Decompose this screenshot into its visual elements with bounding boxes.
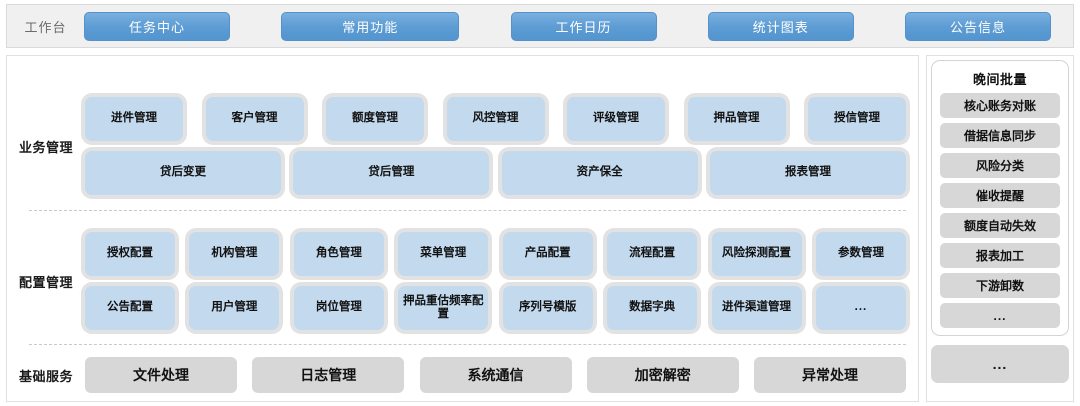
service-encryption-decryption[interactable]: 加密解密 [586, 357, 739, 393]
module-post-loan-change[interactable]: 贷后变更 [85, 151, 281, 195]
module-incoming-management[interactable]: 进件管理 [85, 97, 183, 141]
module-organization-management[interactable]: 机构管理 [189, 232, 280, 276]
module-role-management[interactable]: 角色管理 [293, 232, 384, 276]
section-label-configuration: 配置管理 [18, 274, 73, 290]
module-post-loan-management[interactable]: 贷后管理 [293, 151, 490, 195]
tab-statistics-charts[interactable]: 统计图表 [707, 11, 854, 41]
service-system-communication[interactable]: 系统通信 [419, 357, 572, 393]
divider-config-base [29, 344, 906, 345]
module-menu-management[interactable]: 菜单管理 [398, 232, 489, 276]
section-label-business: 业务管理 [18, 139, 73, 155]
top-navigation-bar: 工作台 任务中心 常用功能 工作日历 统计图表 公告信息 [6, 4, 1074, 48]
module-customer-management[interactable]: 客户管理 [205, 97, 304, 141]
module-asset-preservation[interactable]: 资产保全 [501, 151, 698, 195]
section-rows-base-services: 文件处理 日志管理 系统通信 加密解密 异常处理 [85, 357, 918, 393]
module-data-dictionary[interactable]: 数据字典 [607, 286, 698, 330]
module-authorization-config[interactable]: 授权配置 [85, 232, 175, 276]
section-base-services: 基础服务 文件处理 日志管理 系统通信 加密解密 异常处理 [7, 351, 918, 399]
sidebar-more-box[interactable]: ... [931, 345, 1069, 383]
divider-business-config [29, 210, 906, 211]
config-row-2: 公告配置 用户管理 岗位管理 押品重估频率配置 序列号模版 数据字典 进件渠道管… [85, 286, 906, 330]
section-rows-configuration: 授权配置 机构管理 角色管理 菜单管理 产品配置 流程配置 风险探测配置 参数管… [85, 232, 918, 330]
modules-panel: 业务管理 进件管理 客户管理 额度管理 风控管理 评级管理 押品管理 授信管理 … [6, 55, 919, 402]
batch-more[interactable]: ... [940, 303, 1060, 328]
batch-downstream-unload[interactable]: 下游卸数 [940, 273, 1060, 298]
service-file-processing[interactable]: 文件处理 [85, 357, 237, 393]
module-report-management[interactable]: 报表管理 [709, 151, 906, 195]
business-row-1: 进件管理 客户管理 额度管理 风控管理 评级管理 押品管理 授信管理 [85, 97, 906, 141]
module-incoming-channel-management[interactable]: 进件渠道管理 [711, 286, 802, 330]
business-row-2: 贷后变更 贷后管理 资产保全 报表管理 [85, 151, 906, 195]
module-collateral-revaluation-frequency-config[interactable]: 押品重估频率配置 [398, 286, 489, 330]
tab-task-center[interactable]: 任务中心 [84, 11, 230, 41]
workbench-label: 工作台 [24, 19, 67, 35]
module-position-management[interactable]: 岗位管理 [293, 286, 384, 330]
service-exception-handling[interactable]: 异常处理 [754, 357, 906, 393]
top-tab-list: 任务中心 常用功能 工作日历 统计图表 公告信息 [84, 11, 1073, 41]
tab-work-calendar[interactable]: 工作日历 [510, 11, 657, 41]
tab-announcements[interactable]: 公告信息 [905, 11, 1051, 41]
module-config-more[interactable]: ... [815, 286, 906, 330]
batch-loan-document-sync[interactable]: 借据信息同步 [940, 123, 1060, 148]
section-label-base-services: 基础服务 [18, 368, 73, 384]
batch-sidebar: 晚间批量 核心账务对账 借据信息同步 风险分类 催收提醒 额度自动失效 报表加工… [926, 55, 1074, 402]
batch-core-accounting-reconciliation[interactable]: 核心账务对账 [940, 93, 1060, 118]
service-log-management[interactable]: 日志管理 [252, 357, 405, 393]
module-credit-management[interactable]: 授信管理 [808, 97, 906, 141]
module-announcement-config[interactable]: 公告配置 [85, 286, 175, 330]
module-parameter-management[interactable]: 参数管理 [815, 232, 906, 276]
section-business-management: 业务管理 进件管理 客户管理 额度管理 风控管理 评级管理 押品管理 授信管理 … [7, 82, 918, 210]
module-quota-management[interactable]: 额度管理 [326, 97, 424, 141]
base-row-1: 文件处理 日志管理 系统通信 加密解密 异常处理 [85, 357, 906, 393]
batch-report-processing[interactable]: 报表加工 [940, 243, 1060, 268]
night-batch-card: 晚间批量 核心账务对账 借据信息同步 风险分类 催收提醒 额度自动失效 报表加工… [931, 60, 1069, 336]
module-user-management[interactable]: 用户管理 [189, 286, 280, 330]
module-risk-control[interactable]: 风控管理 [446, 97, 545, 141]
batch-quota-auto-expiry[interactable]: 额度自动失效 [940, 213, 1060, 238]
batch-risk-classification[interactable]: 风险分类 [940, 153, 1060, 178]
module-risk-detection-config[interactable]: 风险探测配置 [711, 232, 802, 276]
section-rows-business: 进件管理 客户管理 额度管理 风控管理 评级管理 押品管理 授信管理 贷后变更 … [85, 97, 918, 195]
tab-common-functions[interactable]: 常用功能 [281, 11, 460, 41]
night-batch-title: 晚间批量 [972, 72, 1027, 87]
module-rating-management[interactable]: 评级管理 [567, 97, 665, 141]
config-row-1: 授权配置 机构管理 角色管理 菜单管理 产品配置 流程配置 风险探测配置 参数管… [85, 232, 906, 276]
module-product-config[interactable]: 产品配置 [502, 232, 593, 276]
module-serial-number-template[interactable]: 序列号模版 [502, 286, 593, 330]
module-collateral-management[interactable]: 押品管理 [687, 97, 786, 141]
module-process-config[interactable]: 流程配置 [607, 232, 698, 276]
section-configuration-management: 配置管理 授权配置 机构管理 角色管理 菜单管理 产品配置 流程配置 风险探测配… [7, 217, 918, 345]
batch-collection-reminder[interactable]: 催收提醒 [940, 183, 1060, 208]
